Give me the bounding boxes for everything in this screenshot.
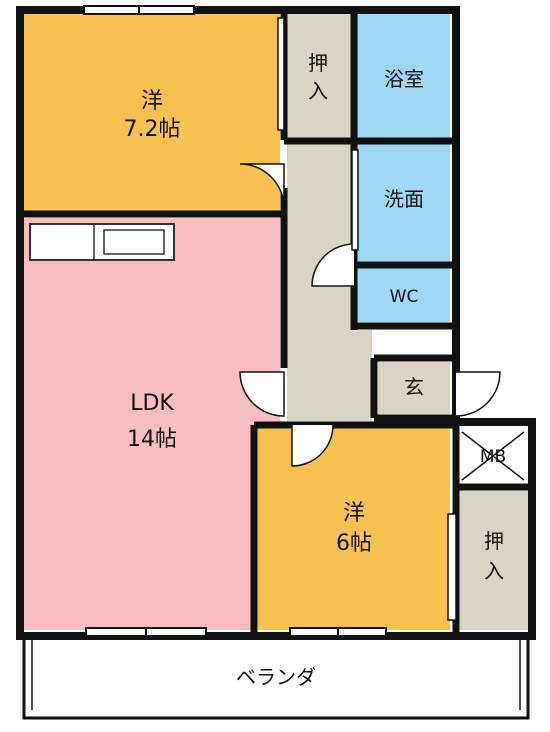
western-room-1-name: 洋 xyxy=(141,89,163,114)
kitchen-sink xyxy=(103,229,165,255)
western-room-2-fill xyxy=(258,428,450,630)
ldk-name: LDK xyxy=(130,391,174,416)
bathroom-fill xyxy=(357,14,450,138)
bathroom-label: 浴室 xyxy=(384,67,424,91)
ldk-size: 14帖 xyxy=(127,427,177,452)
closet-1-fill xyxy=(287,14,352,138)
sliding-door-markers xyxy=(277,17,457,621)
closet-1-label-2: 入 xyxy=(308,79,328,103)
western-room-1-fill xyxy=(24,14,280,211)
closet-2-fill xyxy=(458,490,528,630)
toilet-fill xyxy=(357,268,450,322)
doors xyxy=(239,163,501,467)
washroom-fill xyxy=(357,144,450,262)
entrance-label: 玄 xyxy=(404,375,424,399)
outer-wall-path xyxy=(16,6,536,640)
western-room-1-size: 7.2帖 xyxy=(124,117,181,142)
entrance-fill xyxy=(378,362,450,414)
veranda-outline xyxy=(22,636,530,720)
western-room-2-size: 6帖 xyxy=(336,531,372,556)
meter-box-x xyxy=(461,431,525,481)
veranda-label: ベランダ xyxy=(236,665,316,689)
meter-box-label: MB xyxy=(480,447,506,467)
ldk-fill xyxy=(24,218,280,630)
veranda-fill xyxy=(24,640,528,716)
closet-2-label-1: 押 xyxy=(484,529,504,553)
closet-1-label-1: 押 xyxy=(308,51,328,75)
washroom-label: 洗面 xyxy=(384,187,424,211)
windows xyxy=(83,5,387,637)
closet-2-label-2: 入 xyxy=(484,559,504,583)
toilet-label: WC xyxy=(390,287,419,307)
hall-lower-fill xyxy=(352,330,372,422)
western-room-2-name: 洋 xyxy=(343,501,365,526)
